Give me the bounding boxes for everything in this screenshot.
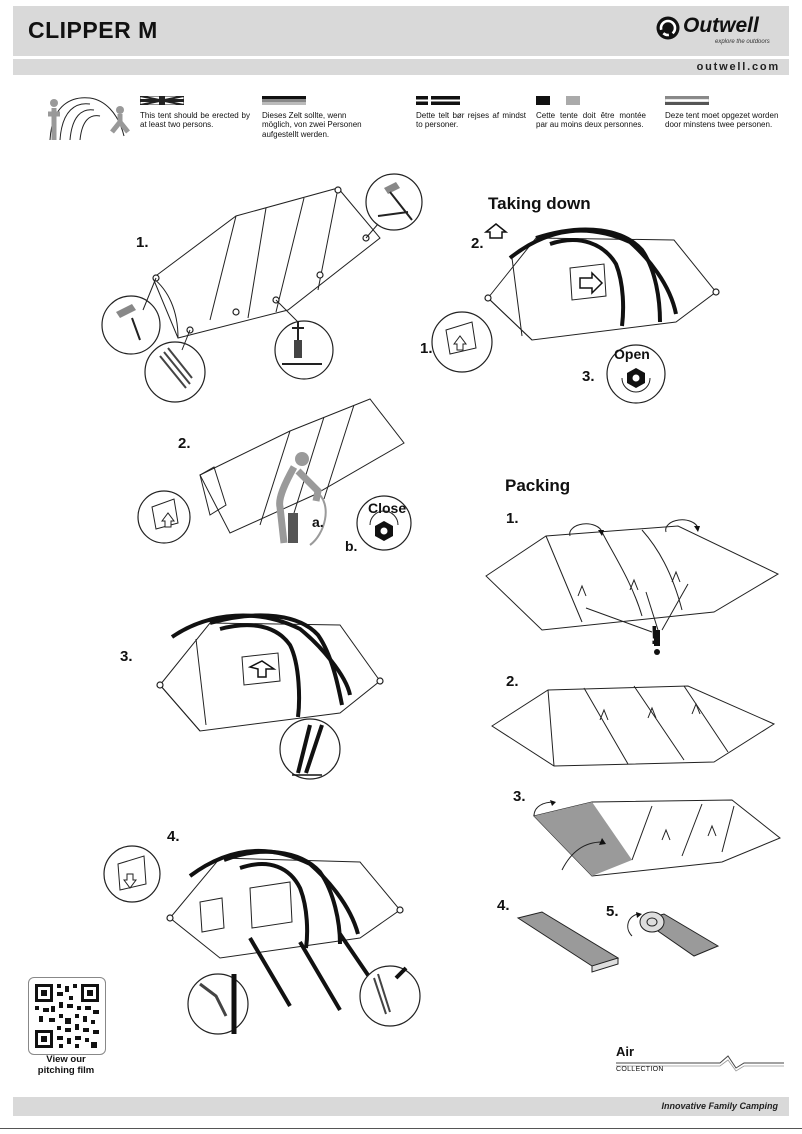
pitch-step-3-illustration	[156, 613, 384, 780]
packing-heading: Packing	[505, 476, 571, 495]
lang-note-dk: Dette telt bør rejses af mindst to perso…	[416, 96, 526, 130]
qr-caption: View our pitching film	[24, 1054, 108, 1076]
pitch-step-2b-label: b.	[345, 538, 358, 554]
lang-note-fr: Cette tente doit être montée par au moin…	[536, 96, 646, 130]
packing-step-2-illustration	[491, 685, 776, 767]
taking-down-step-2-label: 2.	[471, 235, 484, 252]
close-label: Close	[368, 500, 407, 516]
french-flag-icon	[536, 96, 580, 105]
pitch-step-2-label: 2.	[178, 435, 191, 452]
lang-text-fr: Cette tente doit être montée par au moin…	[536, 110, 646, 130]
collection-title: Air	[616, 1044, 635, 1059]
pitch-step-4-label: 4.	[167, 828, 180, 845]
two-persons-tent-icon	[48, 97, 130, 141]
taking-down-heading: Taking down	[488, 194, 591, 213]
qr-code[interactable]	[28, 977, 106, 1055]
footer-tagline: Innovative Family Camping	[661, 1101, 778, 1111]
packing-step-5-label: 5.	[606, 903, 619, 920]
german-flag-icon	[262, 96, 306, 105]
lang-note-de: Dieses Zelt sollte, wenn möglich, von zw…	[262, 96, 372, 139]
packing-step-4-illustration	[516, 911, 620, 973]
packing-step-5-illustration	[627, 911, 720, 957]
packing-step-2-label: 2.	[506, 673, 519, 690]
pitch-step-2a-label: a.	[312, 514, 324, 530]
lang-note-en: This tent should be erected by at least …	[139, 95, 250, 130]
brand-tagline: explore the outdoors	[715, 39, 770, 45]
uk-flag-icon	[139, 95, 185, 106]
taking-down-step-1-label: 1.	[420, 340, 433, 357]
pitch-step-1-illustration	[101, 173, 423, 403]
packing-step-4-label: 4.	[497, 897, 510, 914]
brand-name: Outwell	[683, 14, 759, 37]
packing-step-1-label: 1.	[506, 510, 519, 527]
lang-text-dk: Dette telt bør rejses af mindst to perso…	[416, 110, 526, 130]
air-collection-badge: Air COLLECTION	[616, 1044, 786, 1078]
packing-step-3-illustration	[533, 799, 781, 877]
pitch-step-3-label: 3.	[120, 648, 133, 665]
pitch-step-1-label: 1.	[136, 234, 149, 251]
sub-header-bar	[13, 59, 789, 75]
logo-swirl-icon	[656, 16, 680, 40]
taking-down-step-3-label: 3.	[582, 368, 595, 385]
open-label: Open	[614, 346, 650, 362]
website-link[interactable]: outwell.com	[696, 61, 780, 73]
packing-step-1-illustration	[485, 519, 780, 655]
collection-subtitle: COLLECTION	[616, 1066, 664, 1073]
collection-wave-icon	[616, 1055, 784, 1072]
danish-flag-icon	[416, 96, 460, 105]
lang-note-nl: Deze tent moet opgezet worden door minst…	[664, 96, 783, 130]
dutch-flag-icon	[664, 96, 710, 105]
qr-caption-line-1: View our	[46, 1054, 86, 1065]
lang-text-de: Dieses Zelt sollte, wenn möglich, von zw…	[262, 110, 362, 139]
pitch-step-4-illustration	[103, 845, 421, 1035]
footer-bar	[13, 1097, 789, 1116]
packing-step-3-label: 3.	[513, 788, 526, 805]
brand-logo: Outwell explore the outdoors	[655, 13, 785, 49]
taking-down-illustration	[431, 223, 720, 404]
bottom-divider	[0, 1128, 802, 1129]
pitch-step-2-illustration	[137, 398, 412, 551]
packing-warning: !	[650, 620, 659, 650]
page-title: CLIPPER M	[28, 17, 158, 43]
lang-text-en: This tent should be erected by at least …	[140, 110, 250, 130]
lang-text-nl: Deze tent moet opgezet worden door minst…	[665, 110, 779, 130]
qr-caption-line-2: pitching film	[37, 1065, 95, 1076]
